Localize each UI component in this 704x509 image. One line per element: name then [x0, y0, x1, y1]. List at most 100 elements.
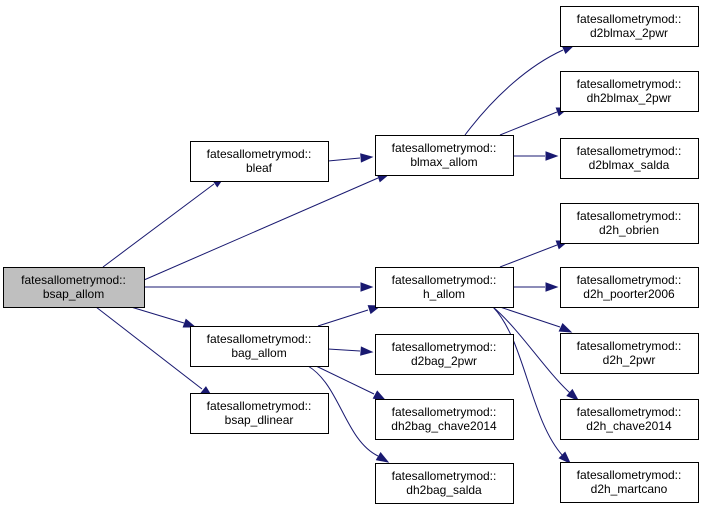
node-blmax_allom[interactable]: fatesallometrymod::blmax_allom: [375, 135, 514, 176]
edge-line: [499, 306, 561, 328]
node-function-label: d2h_martcano: [591, 482, 668, 496]
arrowhead: [545, 151, 559, 161]
node-function-label: bsap_allom: [43, 287, 104, 301]
node-namespace-label: fatesallometrymod::: [392, 469, 497, 483]
node-box: [560, 203, 699, 244]
node-namespace-label: fatesallometrymod::: [577, 209, 682, 223]
arrowhead: [372, 390, 387, 401]
arrowhead: [558, 451, 572, 465]
node-function-label: dh2bag_salda: [406, 483, 482, 497]
node-function-label: d2h_obrien: [599, 223, 659, 237]
edge-bsap_allom-to-blmax_allom: [143, 173, 391, 281]
edge-line: [327, 157, 361, 162]
node-function-label: d2bag_2pwr: [411, 354, 477, 368]
edge-h_allom-to-d2h_martcano: [492, 306, 572, 465]
edge-bsap_allom-to-h_allom: [144, 282, 374, 292]
arrowhead: [375, 452, 390, 463]
node-namespace-label: fatesallometrymod::: [577, 77, 682, 91]
edge-line: [499, 244, 558, 268]
node-function-label: dh2bag_chave2014: [391, 419, 497, 433]
node-function-label: bsap_dlinear: [225, 413, 294, 427]
node-bag_allom[interactable]: fatesallometrymod::bag_allom: [190, 326, 329, 367]
edge-line: [492, 306, 571, 394]
node-d2h_poorter2006[interactable]: fatesallometrymod::d2h_poorter2006: [560, 267, 699, 308]
node-bsap_allom[interactable]: fatesallometrymod::bsap_allom: [3, 267, 145, 308]
edge-line: [143, 177, 379, 281]
edge-bleaf-to-blmax_allom: [327, 153, 374, 163]
edge-bag_allom-to-h_allom: [317, 305, 382, 327]
node-box: [375, 399, 514, 440]
edge-bag_allom-to-dh2bag_salda: [307, 365, 390, 463]
arrowhead: [558, 322, 573, 333]
node-dh2bag_chave2014[interactable]: fatesallometrymod::dh2bag_chave2014: [375, 399, 514, 440]
node-function-label: d2blmax_salda: [589, 158, 670, 172]
arrowhead: [360, 153, 374, 163]
edge-blmax_allom-to-d2blmax_2pwr: [464, 44, 576, 136]
node-box: [560, 138, 699, 179]
edge-line: [464, 49, 564, 136]
node-box: [560, 267, 699, 308]
node-box: [375, 267, 514, 308]
edge-line: [130, 306, 185, 324]
node-dh2blmax_2pwr[interactable]: fatesallometrymod::dh2blmax_2pwr: [560, 71, 699, 112]
node-namespace-label: fatesallometrymod::: [392, 273, 497, 287]
node-namespace-label: fatesallometrymod::: [207, 399, 312, 413]
node-namespace-label: fatesallometrymod::: [577, 273, 682, 287]
node-box: [190, 326, 329, 367]
node-namespace-label: fatesallometrymod::: [207, 147, 312, 161]
edge-h_allom-to-d2h_obrien: [499, 240, 570, 268]
edge-line: [307, 365, 379, 457]
edges-layer: [95, 44, 580, 465]
arrowhead: [182, 318, 197, 328]
node-function-label: bleaf: [246, 161, 273, 175]
node-function-label: d2h_2pwr: [603, 353, 656, 367]
node-d2h_chave2014[interactable]: fatesallometrymod::d2h_chave2014: [560, 399, 699, 440]
node-dh2bag_salda[interactable]: fatesallometrymod::dh2bag_salda: [375, 463, 514, 504]
node-namespace-label: fatesallometrymod::: [577, 144, 682, 158]
node-box: [375, 334, 514, 375]
node-bleaf[interactable]: fatesallometrymod::bleaf: [190, 141, 329, 182]
edge-line: [492, 306, 564, 457]
node-d2h_obrien[interactable]: fatesallometrymod::d2h_obrien: [560, 203, 699, 244]
arrowhead: [360, 282, 374, 292]
arrowhead: [360, 346, 374, 356]
node-namespace-label: fatesallometrymod::: [577, 339, 682, 353]
node-d2bag_2pwr[interactable]: fatesallometrymod::d2bag_2pwr: [375, 334, 514, 375]
edge-h_allom-to-d2h_poorter2006: [513, 282, 559, 292]
node-function-label: dh2blmax_2pwr: [587, 91, 672, 105]
node-namespace-label: fatesallometrymod::: [577, 468, 682, 482]
node-box: [190, 393, 329, 434]
node-namespace-label: fatesallometrymod::: [392, 405, 497, 419]
node-d2blmax_2pwr[interactable]: fatesallometrymod::d2blmax_2pwr: [560, 6, 699, 47]
node-box: [560, 333, 699, 374]
node-box: [560, 71, 699, 112]
nodes-layer: fatesallometrymod::bsap_allomfatesallome…: [3, 6, 699, 504]
edge-h_allom-to-d2h_chave2014: [492, 306, 580, 401]
node-box: [560, 6, 699, 47]
node-namespace-label: fatesallometrymod::: [577, 12, 682, 26]
node-d2blmax_salda[interactable]: fatesallometrymod::d2blmax_salda: [560, 138, 699, 179]
node-box: [375, 135, 514, 176]
edge-line: [317, 309, 369, 327]
edge-line: [95, 306, 203, 390]
node-bsap_dlinear[interactable]: fatesallometrymod::bsap_dlinear: [190, 393, 329, 434]
node-function-label: blmax_allom: [410, 155, 477, 169]
node-namespace-label: fatesallometrymod::: [577, 405, 682, 419]
edge-line: [327, 348, 361, 352]
edge-blmax_allom-to-d2blmax_salda: [513, 151, 559, 161]
node-namespace-label: fatesallometrymod::: [392, 340, 497, 354]
node-function-label: bag_allom: [231, 346, 286, 360]
edge-line: [315, 365, 375, 395]
node-namespace-label: fatesallometrymod::: [21, 273, 126, 287]
edge-blmax_allom-to-dh2blmax_2pwr: [499, 107, 570, 136]
node-function-label: d2h_chave2014: [586, 419, 672, 433]
node-h_allom[interactable]: fatesallometrymod::h_allom: [375, 267, 514, 308]
node-box: [560, 399, 699, 440]
edge-h_allom-to-d2h_2pwr: [499, 306, 573, 333]
arrowhead: [545, 282, 559, 292]
node-box: [375, 463, 514, 504]
node-d2h_2pwr[interactable]: fatesallometrymod::d2h_2pwr: [560, 333, 699, 374]
node-box: [3, 267, 145, 308]
node-d2h_martcano[interactable]: fatesallometrymod::d2h_martcano: [560, 462, 699, 503]
node-function-label: h_allom: [423, 287, 465, 301]
